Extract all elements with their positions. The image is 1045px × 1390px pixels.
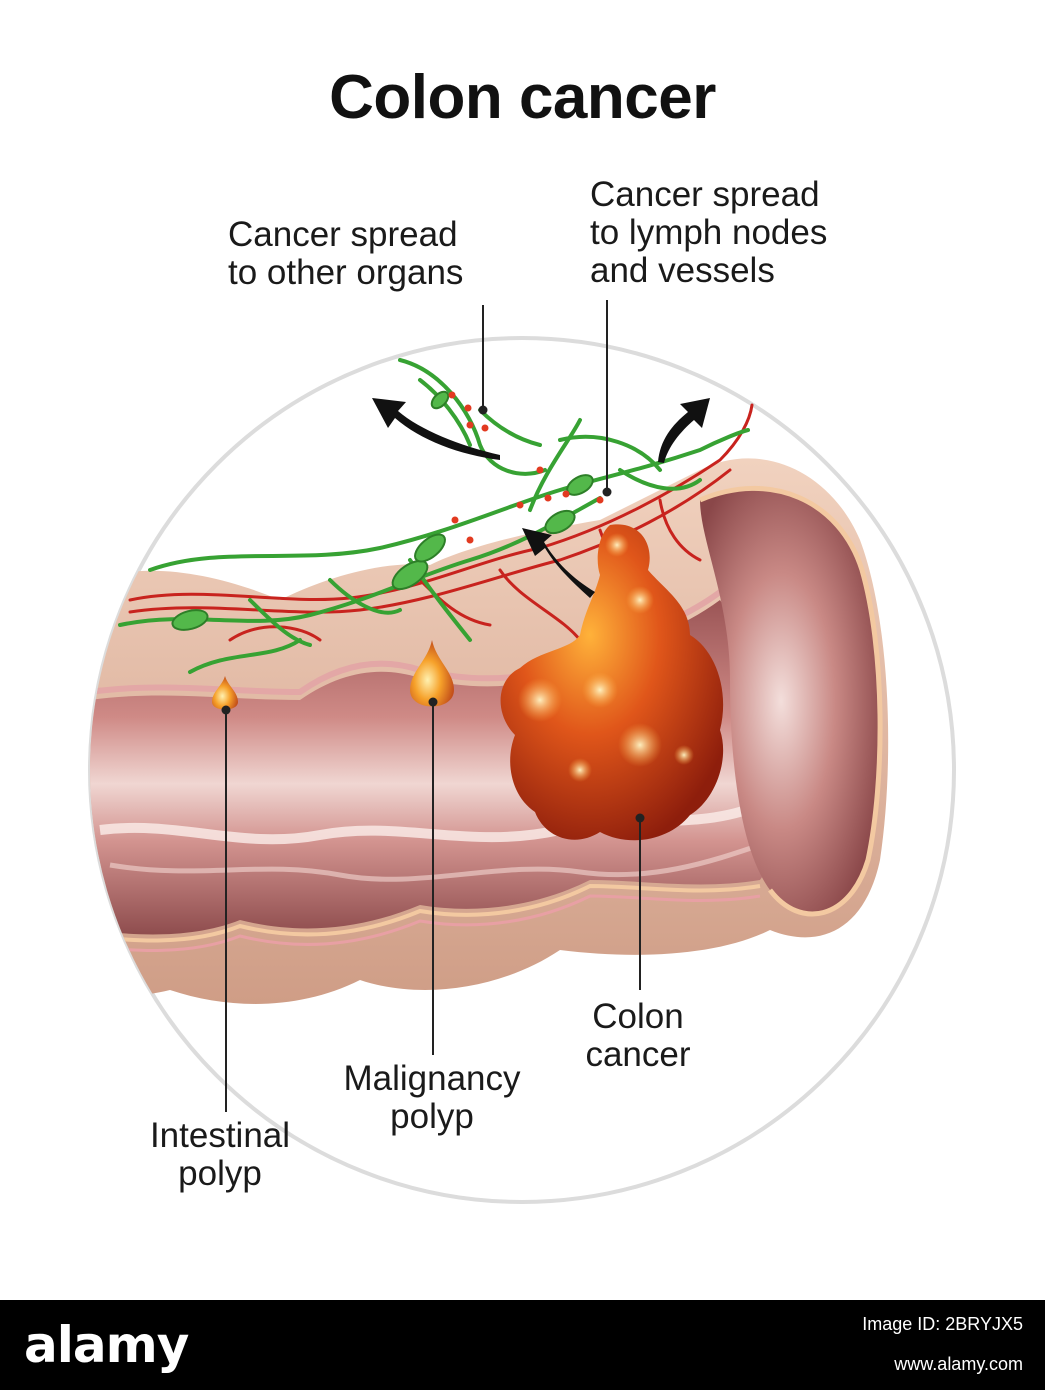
label-line: Cancer spread [590, 175, 820, 214]
tumor-mass [500, 524, 724, 841]
page-title: Colon cancer [329, 63, 716, 132]
brand-logo[interactable]: alamy [24, 1316, 189, 1374]
footer-bar: alamy Image ID: 2BRYJX5 www.alamy.com [0, 1300, 1045, 1390]
site-link[interactable]: www.alamy.com [894, 1354, 1023, 1374]
label-line: Intestinal [149, 1116, 291, 1155]
label-line: polyp [178, 1154, 262, 1193]
image-id: Image ID: 2BRYJX5 [862, 1314, 1023, 1334]
label-cancer-spread-organs: Cancer spread to other organs [228, 216, 463, 292]
colon-illustration [88, 300, 956, 1204]
colon-opening [700, 488, 881, 914]
spread-arrows [372, 398, 710, 598]
intestinal-polyp [212, 676, 238, 710]
lymph-nodes [171, 390, 594, 631]
label-line: to lymph nodes [590, 213, 828, 252]
leader-lines [225, 300, 641, 1112]
label-line: to other organs [228, 253, 464, 292]
label-line: Colon [592, 997, 684, 1036]
label-line: and vessels [590, 251, 775, 290]
colon-segment [90, 458, 889, 1004]
label-colon-cancer: Colon cancer [584, 998, 692, 1074]
label-cancer-spread-lymph: Cancer spread to lymph nodes and vessels [590, 176, 827, 290]
leader-dots [221, 405, 645, 823]
cancer-cells [448, 391, 604, 544]
malignancy-polyp [410, 640, 454, 707]
label-line: cancer [585, 1035, 691, 1074]
label-line: Cancer spread [228, 215, 458, 254]
label-line: polyp [390, 1097, 474, 1136]
label-malignancy-polyp: Malignancy polyp [328, 1060, 536, 1136]
label-line: Malignancy [343, 1059, 521, 1098]
label-intestinal-polyp: Intestinal polyp [136, 1117, 304, 1193]
